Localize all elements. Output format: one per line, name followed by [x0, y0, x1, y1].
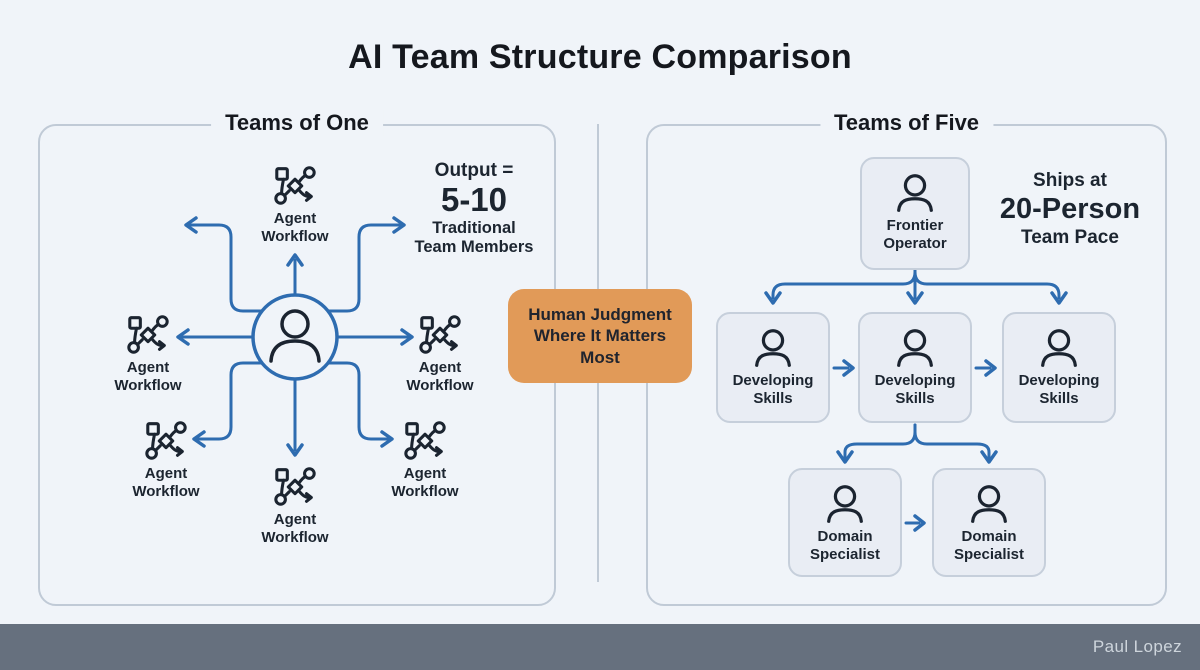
- agent-workflow-label: Agent Workflow: [132, 465, 200, 500]
- workflow-icon: [419, 315, 461, 354]
- person-icon: [1041, 329, 1077, 367]
- workflow-icon: [274, 166, 316, 205]
- output-note: Output = 5-10 Traditional Team Members: [398, 160, 550, 257]
- developing-skills-label: Developing Skills: [1018, 372, 1100, 407]
- person-icon: [897, 174, 933, 212]
- developing-skills-box-1: Developing Skills: [716, 312, 830, 423]
- developing-skills-label: Developing Skills: [874, 372, 956, 407]
- developing-skills-label: Developing Skills: [732, 372, 814, 407]
- agent-workflow-label: Agent Workflow: [261, 511, 329, 546]
- footer-bar: Paul Lopez: [0, 624, 1200, 670]
- agent-workflow-label: Agent Workflow: [406, 359, 474, 394]
- agent-workflow-node-bottom-left: Agent Workflow: [111, 418, 221, 500]
- pace-note: Ships at 20-Person Team Pace: [995, 170, 1145, 249]
- page-title: AI Team Structure Comparison: [348, 38, 852, 76]
- agent-workflow-label: Agent Workflow: [261, 210, 329, 245]
- workflow-icon: [404, 421, 446, 460]
- agent-workflow-node-right: Agent Workflow: [385, 312, 495, 394]
- developing-skills-box-2: Developing Skills: [858, 312, 972, 423]
- human-judgment-callout: Human Judgment Where It Matters Most: [508, 289, 692, 383]
- team-pace-text: Team Pace: [1021, 226, 1119, 248]
- pace-value-text: 20-Person: [999, 193, 1141, 225]
- person-icon: [897, 329, 933, 367]
- workflow-icon: [274, 467, 316, 506]
- output-members-text: Team Members: [414, 237, 534, 256]
- domain-specialist-label: Domain Specialist: [953, 528, 1025, 563]
- agent-workflow-node-bottom: Agent Workflow: [240, 464, 350, 546]
- output-value-text: 5-10: [440, 181, 508, 218]
- person-icon: [827, 485, 863, 523]
- teams-of-one-title: Teams of One: [211, 110, 383, 136]
- person-icon: [971, 485, 1007, 523]
- agent-workflow-node-top: Agent Workflow: [240, 163, 350, 245]
- workflow-icon: [145, 421, 187, 460]
- developing-skills-box-3: Developing Skills: [1002, 312, 1116, 423]
- frontier-operator-label: Frontier Operator: [883, 217, 947, 252]
- agent-workflow-label: Agent Workflow: [391, 465, 459, 500]
- agent-workflow-label: Agent Workflow: [114, 359, 182, 394]
- teams-of-five-title: Teams of Five: [819, 110, 994, 136]
- ships-at-text: Ships at: [1033, 170, 1107, 191]
- person-icon: [755, 329, 791, 367]
- agent-workflow-node-left: Agent Workflow: [93, 312, 203, 394]
- agent-workflow-node-bottom-right: Agent Workflow: [370, 418, 480, 500]
- frontier-operator-box: Frontier Operator: [860, 157, 970, 270]
- output-traditional-text: Traditional: [432, 218, 516, 237]
- workflow-icon: [127, 315, 169, 354]
- domain-specialist-box-2: Domain Specialist: [932, 468, 1046, 577]
- domain-specialist-box-1: Domain Specialist: [788, 468, 902, 577]
- output-equals-text: Output =: [434, 160, 514, 181]
- author-credit: Paul Lopez: [1092, 637, 1182, 656]
- domain-specialist-label: Domain Specialist: [809, 528, 881, 563]
